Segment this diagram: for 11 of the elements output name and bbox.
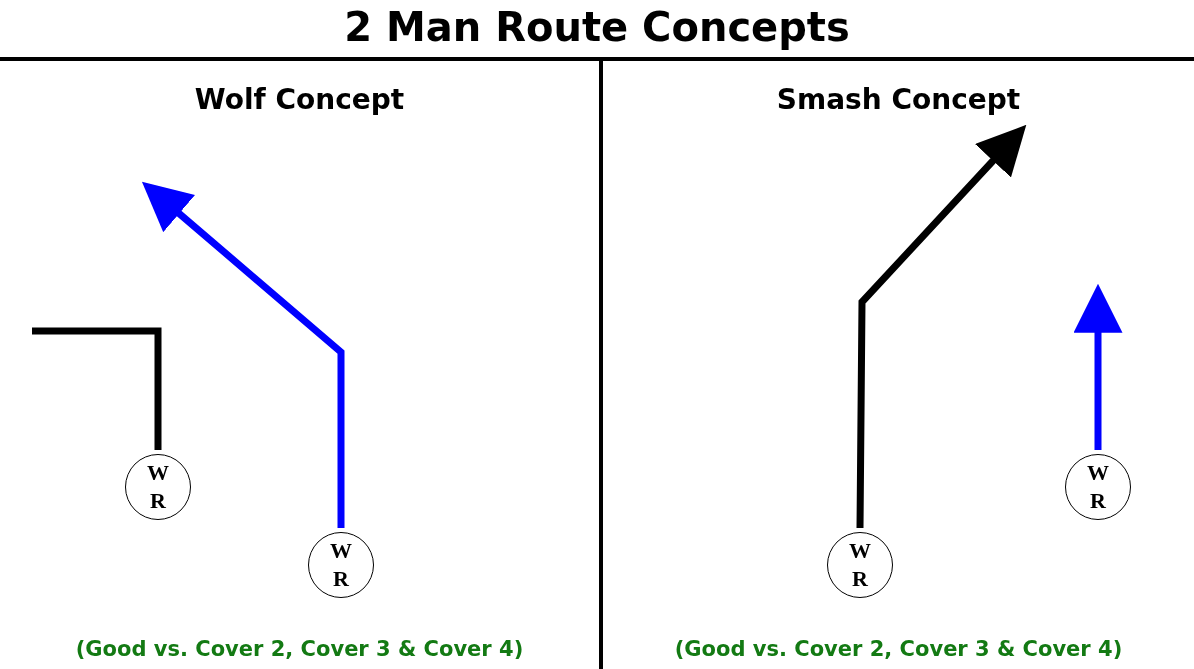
coverage-note: (Good vs. Cover 2, Cover 3 & Cover 4) [74,637,525,661]
diagram-title: 2 Man Route Concepts [343,4,851,50]
concept-heading: Smash Concept [775,83,1022,116]
receiver-circle: W R [308,532,374,598]
concept-heading: Wolf Concept [193,83,406,116]
receiver-circle: W R [125,454,191,520]
route-arrow [856,124,1027,529]
receiver-circle: W R [1065,454,1131,520]
coverage-note: (Good vs. Cover 2, Cover 3 & Cover 4) [673,637,1124,661]
receiver-circle: W R [827,532,893,598]
play-panel [0,57,603,669]
